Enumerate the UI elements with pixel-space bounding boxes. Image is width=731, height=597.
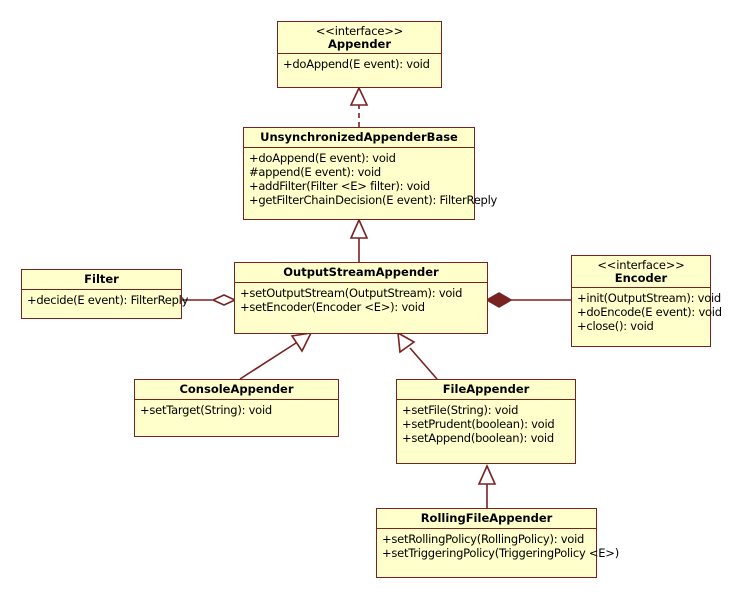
class-member: +addFilter(Filter <E> filter): void — [249, 179, 430, 193]
class-member: +setPrudent(boolean): void — [402, 417, 555, 431]
edge-realization-unsynchronizedappenderbase-appender — [349, 86, 369, 127]
class-members-rollingfileappender: +setRollingPolicy(RollingPolicy): void +… — [377, 529, 619, 564]
class-name-outputstreamappender: OutputStreamAppender — [283, 265, 439, 279]
class-box-filter[interactable]: Filter +decide(E event): FilterReply — [21, 269, 189, 319]
class-members-consoleappender: +setTarget(String): void — [135, 400, 338, 421]
class-box-consoleappender[interactable]: ConsoleAppender +setTarget(String): void — [134, 379, 339, 437]
class-members-appender: +doAppend(E event): void — [278, 54, 441, 75]
class-member: +decide(E event): FilterReply — [27, 293, 189, 307]
class-box-appender[interactable]: <<interface>> Appender +doAppend(E event… — [277, 21, 442, 88]
class-stereotype-appender: <<interface>> — [315, 24, 404, 38]
class-member: +setFile(String): void — [402, 403, 519, 417]
class-name-rollingfileappender: RollingFileAppender — [420, 511, 553, 525]
class-header-rollingfileappender: RollingFileAppender — [377, 509, 596, 529]
class-header-fileappender: FileAppender — [397, 380, 575, 400]
class-stereotype-encoder: <<interface>> — [597, 258, 685, 272]
class-members-filter: +decide(E event): FilterReply — [22, 290, 189, 311]
edge-generalization-outputstreamappender-unsynchronizedappenderbase — [349, 218, 369, 262]
class-header-appender: <<interface>> Appender — [278, 22, 441, 54]
class-member: +doEncode(E event): void — [577, 305, 722, 319]
class-member: +setAppend(boolean): void — [402, 431, 554, 445]
class-member: #append(E event): void — [249, 165, 381, 179]
class-member: +setRollingPolicy(RollingPolicy): void — [382, 532, 585, 546]
edge-composition-outputstreamappender-encoder — [485, 292, 572, 308]
class-name-encoder: Encoder — [614, 271, 668, 285]
class-member: +setTarget(String): void — [140, 403, 272, 417]
class-members-fileappender: +setFile(String): void +setPrudent(boole… — [397, 400, 575, 449]
class-header-filter: Filter — [22, 270, 181, 290]
edge-generalization-fileappender-outputstreamappender — [397, 331, 438, 380]
class-member: +setOutputStream(OutputStream): void — [240, 286, 463, 300]
class-member: +setEncoder(Encoder <E>): void — [240, 300, 425, 314]
class-box-encoder[interactable]: <<interface>> Encoder +init(OutputStream… — [571, 255, 722, 347]
class-member: +close(): void — [577, 319, 654, 333]
class-member: +doAppend(E event): void — [283, 57, 430, 71]
class-name-filter: Filter — [84, 272, 119, 286]
class-member: +init(OutputStream): void — [577, 291, 721, 305]
class-member: +setTriggeringPolicy(TriggeringPolicy <E… — [382, 546, 619, 560]
class-box-unsynchronizedappenderbase[interactable]: UnsynchronizedAppenderBase +doAppend(E e… — [243, 127, 498, 220]
edge-generalization-rollingfileappender-fileappender — [477, 464, 497, 508]
class-name-unsynchronizedappenderbase: UnsynchronizedAppenderBase — [260, 130, 458, 144]
class-box-rollingfileappender[interactable]: RollingFileAppender +setRollingPolicy(Ro… — [376, 508, 619, 578]
class-name-consoleappender: ConsoleAppender — [179, 382, 294, 396]
edge-aggregation-filter-outputstreamappender — [182, 294, 237, 306]
class-members-encoder: +init(OutputStream): void +doEncode(E ev… — [572, 288, 722, 337]
class-header-encoder: <<interface>> Encoder — [572, 256, 710, 288]
class-name-fileappender: FileAppender — [442, 382, 530, 396]
class-name-appender: Appender — [327, 37, 392, 51]
class-box-outputstreamappender[interactable]: OutputStreamAppender +setOutputStream(Ou… — [234, 262, 488, 334]
class-header-unsynchronizedappenderbase: UnsynchronizedAppenderBase — [244, 128, 474, 148]
class-member: +doAppend(E event): void — [249, 151, 396, 165]
class-header-consoleappender: ConsoleAppender — [135, 380, 338, 400]
class-box-fileappender[interactable]: FileAppender +setFile(String): void +set… — [396, 379, 576, 464]
edge-generalization-consoleappender-outputstreamappender — [239, 331, 313, 380]
class-member: +getFilterChainDecision(E event): Filter… — [249, 193, 498, 207]
class-members-unsynchronizedappenderbase: +doAppend(E event): void #append(E event… — [244, 148, 498, 211]
class-header-outputstreamappender: OutputStreamAppender — [235, 263, 487, 283]
class-members-outputstreamappender: +setOutputStream(OutputStream): void +se… — [235, 283, 487, 318]
